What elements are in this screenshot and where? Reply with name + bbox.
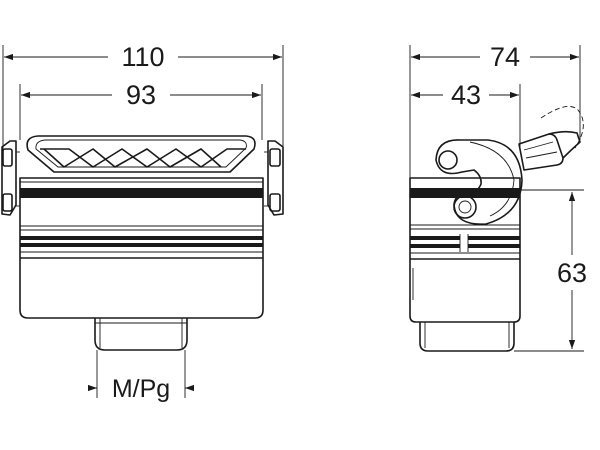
side-view: 74 43 (409, 42, 587, 352)
dimension-93: 93 (21, 80, 261, 110)
dimension-label-74: 74 (490, 42, 520, 72)
dimension-label-43: 43 (451, 80, 481, 110)
dimension-label-93: 93 (126, 80, 156, 110)
dimension-63: 63 (514, 189, 587, 352)
lever-handle-arm (518, 105, 584, 171)
side-housing-body (409, 177, 521, 323)
dimension-label-110: 110 (121, 42, 164, 72)
dimension-thread: M/Pg (88, 350, 194, 403)
dimension-label-63: 63 (557, 258, 587, 288)
dimension-label-thread: M/Pg (112, 375, 170, 403)
dimension-110: 110 (4, 42, 282, 72)
dimension-43: 43 (411, 80, 519, 110)
side-cable-gland (419, 322, 515, 352)
front-view: 110 93 (1, 42, 284, 403)
left-latch-clip (1, 140, 20, 216)
dimension-74: 74 (411, 42, 579, 72)
pivot-lever (435, 139, 523, 225)
right-latch-clip (264, 140, 284, 216)
cable-gland (94, 318, 188, 351)
locking-lever (26, 135, 256, 173)
housing-body (19, 177, 264, 319)
